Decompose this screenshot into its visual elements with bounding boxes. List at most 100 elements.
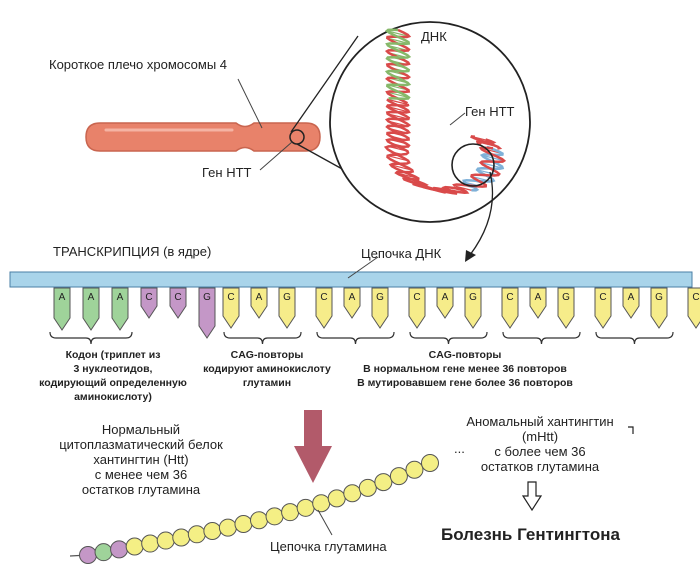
nucleotide-a: A [343, 287, 361, 319]
transcription-label: ТРАНСКРИПЦИЯ (в ядре) [53, 244, 212, 259]
zoom-line-top [290, 35, 359, 133]
glutamine-bead [156, 531, 175, 550]
nucleotide-a: A [111, 287, 129, 331]
nucleotide-letter: A [256, 292, 263, 303]
dna-label: ДНК [421, 29, 447, 44]
nucleotide-letter: A [117, 292, 124, 303]
nucleotide-letter: C [692, 292, 699, 303]
glutamine-chain-label: Цепочка глутамина [270, 539, 387, 554]
nucleotide-letter: A [59, 292, 66, 303]
glutamine-bead [265, 507, 284, 526]
glutamine-bead [358, 478, 377, 497]
nucleotide-c: C [594, 287, 612, 329]
glutamine-bead [281, 503, 300, 522]
cag-repeats-glutamine-label: CAG-повторы кодируют аминокислоту глутам… [203, 349, 331, 389]
nucleotide-g: G [278, 287, 296, 329]
nucleotide-letter: A [535, 292, 542, 303]
glutamine-chain-pointer [317, 509, 333, 536]
nucleotide-letter: C [320, 292, 327, 303]
nucleotide-letter: C [174, 292, 181, 303]
nucleotide-letter: A [88, 292, 95, 303]
dna-strand-label: Цепочка ДНК [361, 246, 442, 261]
nucleotide-c: C [687, 287, 700, 329]
nucleotide-letter: G [203, 292, 211, 303]
nucleotide-letter: A [628, 292, 635, 303]
htt-gene-curved-arrowhead [465, 250, 476, 262]
nucleotide-letter: C [599, 292, 606, 303]
nucleotide-g: G [371, 287, 389, 329]
chromosome [85, 122, 321, 152]
disease-arrow [521, 481, 543, 512]
glutamine-bead [405, 460, 424, 479]
nucleotide-c: C [501, 287, 519, 329]
nucleotide-a: A [529, 287, 547, 319]
nucleotide-letter: G [469, 292, 477, 303]
nucleotide-a: A [53, 287, 71, 331]
nucleotide-letter: A [442, 292, 449, 303]
ellipsis-label: ... [454, 441, 465, 456]
nucleotide-letter: C [145, 292, 152, 303]
htt-gene-chromosome-label: Ген HTT [202, 165, 252, 180]
glutamine-bead [374, 473, 393, 492]
glutamine-bead [203, 522, 222, 541]
htt-gene-small-circle [451, 143, 495, 187]
dna-strand-bar [9, 271, 693, 288]
dna-double-helix [383, 28, 507, 195]
nucleotide-letter: G [655, 292, 663, 303]
glutamine-bead-chain [69, 454, 439, 564]
nucleotide-c: C [315, 287, 333, 329]
nucleotide-c: C [140, 287, 158, 319]
codon-label: Кодон (триплет из 3 нуклеотидов, кодирую… [39, 349, 187, 403]
nucleotide-letter: G [376, 292, 384, 303]
nucleotide-a: A [250, 287, 268, 319]
dna-strand-pointer [347, 256, 379, 279]
glutamine-bead [187, 525, 206, 544]
glutamine-bead [327, 489, 346, 508]
nucleotide-letter: C [227, 292, 234, 303]
nucleotide-letter: G [283, 292, 291, 303]
glutamine-bead [218, 518, 237, 537]
dna-magnified-circle [329, 21, 531, 223]
nucleotide-a: A [82, 287, 100, 331]
nucleotide-letter: G [562, 292, 570, 303]
nucleotide-letter: C [413, 292, 420, 303]
nucleotide-g: G [464, 287, 482, 329]
zoom-line-bottom [296, 143, 345, 171]
htt-gene-dna-pointer [449, 112, 466, 126]
nucleotide-a: A [622, 287, 640, 319]
disease-label: Болезнь Гентингтона [441, 525, 620, 544]
htt-gene-pointer [259, 141, 293, 171]
glutamine-bead [389, 467, 408, 486]
translation-arrow [294, 410, 332, 483]
short-arm-label: Короткое плечо хромосомы 4 [49, 57, 228, 72]
glutamine-bead [94, 543, 113, 562]
nucleotide-letter: A [349, 292, 356, 303]
glutamine-bead [110, 540, 129, 559]
cag-repeats-count-label: CAG-повторы В нормальном гене менее 36 п… [357, 349, 573, 389]
glutamine-bead [250, 511, 268, 530]
abnormal-bracket [628, 426, 634, 434]
nucleotide-a: A [436, 287, 454, 319]
nucleotide-g: G [557, 287, 575, 329]
abnormal-protein-label: Аномальный хантингтин (mHtt) с более чем… [466, 414, 614, 474]
nucleotide-row: AAACCGCAGCAGCAGCAGCAGCAG [53, 287, 700, 339]
glutamine-bead [172, 528, 191, 547]
glutamine-bead [296, 498, 315, 517]
glutamine-bead [234, 515, 253, 534]
glutamine-bead [343, 484, 362, 503]
glutamine-bead [125, 537, 144, 556]
nucleotide-c: C [408, 287, 426, 329]
glutamine-bead [312, 494, 331, 513]
short-arm-pointer [237, 78, 263, 129]
htt-gene-curved-arrow [469, 171, 494, 256]
normal-protein-label: Нормальный цитоплазматический белок хант… [59, 422, 223, 497]
nucleotide-letter: C [506, 292, 513, 303]
glutamine-bead [141, 534, 160, 553]
nucleotide-g: G [198, 287, 216, 339]
nucleotide-c: C [222, 287, 240, 329]
nucleotide-g: G [650, 287, 668, 329]
brace-group [49, 331, 674, 345]
glutamine-bead [421, 454, 439, 472]
htt-gene-dna-label: Ген HTT [465, 104, 515, 119]
